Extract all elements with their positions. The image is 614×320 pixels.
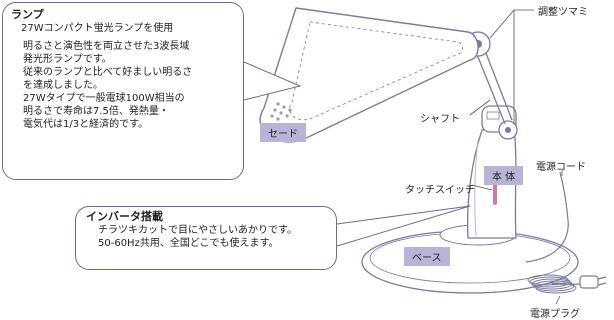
touch-switch-label: タッチスイッチ <box>405 185 475 196</box>
shade-label: セード <box>260 123 306 142</box>
power-cord-label: 電源コード <box>536 162 586 173</box>
power-plug-label: 電源プラグ <box>530 309 580 320</box>
coiled-cord <box>527 274 577 294</box>
lamp-desc-line: 27Wタイプで一般電球100W相当の <box>23 93 185 104</box>
inverter-callout-tail <box>336 205 471 247</box>
lamp-desc-line: 明るさと演色性を両立させた3波長域 <box>23 41 190 52</box>
body-label: 本 体 <box>484 166 524 185</box>
lamp-desc-line: を達成しました。 <box>23 80 103 91</box>
lamp-desc-line: 電気代は1/3と経済的です。 <box>23 119 149 130</box>
lower-adjust-knob <box>498 120 518 140</box>
lamp-callout-tail <box>243 61 302 101</box>
shaft-label: シャフト <box>420 114 460 125</box>
power-plug <box>579 275 607 289</box>
touch-switch-mark <box>493 181 497 205</box>
lamp-desc-line: 明るさで寿命は7.5倍、発熱量・ <box>23 106 169 117</box>
lamp-callout-subtitle: 27Wコンパクト蛍光ランプを使用 <box>21 23 174 34</box>
inverter-callout: インバータ搭載 チラツキカットで目にやさしいあかりです。 50-60Hz共用、全… <box>75 206 337 270</box>
lamp-desc-line: 発光形ランプです。 <box>23 54 112 65</box>
inverter-desc-line: 50-60Hz共用、全国どこでも使えます。 <box>98 238 279 249</box>
inverter-callout-title: インバータ搭載 <box>86 210 163 223</box>
lamp-callout-title: ランプ <box>11 8 44 21</box>
adjust-knob-label: 調整ツマミ <box>538 7 588 18</box>
inverter-desc-line: チラツキカットで目にやさしいあかりです。 <box>98 225 297 236</box>
lamp-callout: ランプ 27Wコンパクト蛍光ランプを使用 明るさと演色性を両立させた3波長域 発… <box>2 2 244 180</box>
lamp-shaft <box>475 47 513 125</box>
lamp-desc-line: 従来のランプと比べて好ましい明るさ <box>23 67 193 78</box>
base-label: ベース <box>404 247 450 266</box>
leader-lines <box>469 9 563 305</box>
power-cord <box>525 171 569 263</box>
